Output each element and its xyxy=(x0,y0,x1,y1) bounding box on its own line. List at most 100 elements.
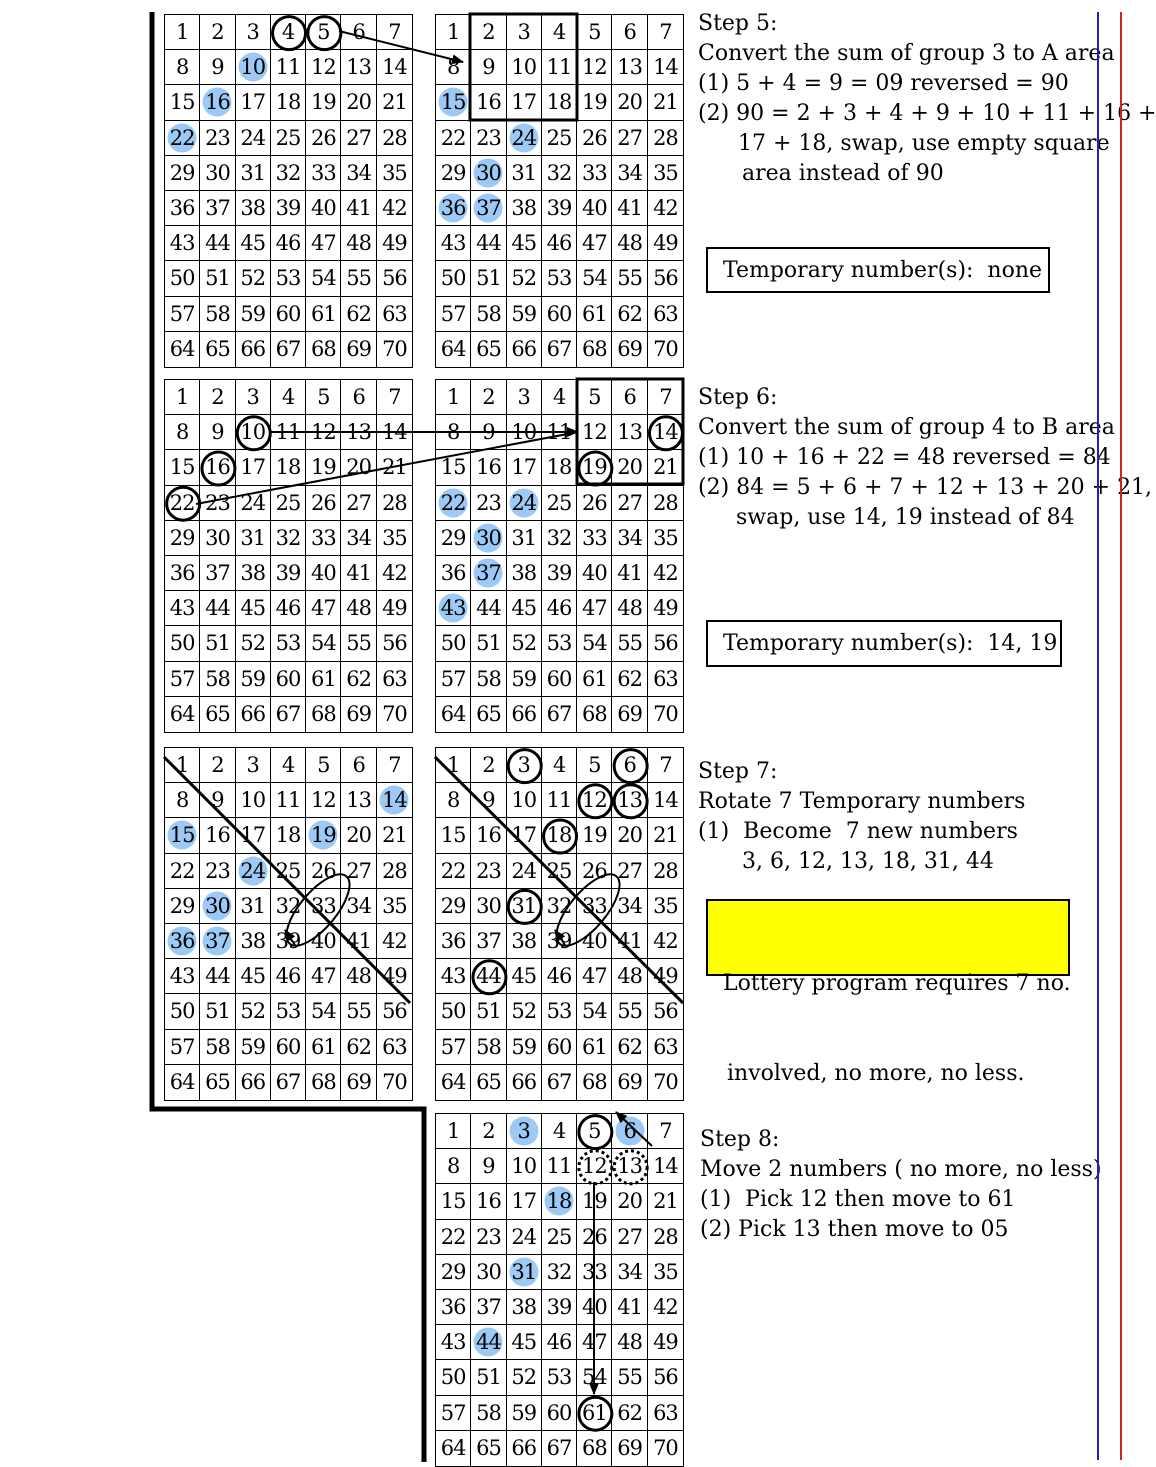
grid-cell: 52 xyxy=(506,1360,542,1396)
cell-number: 65 xyxy=(205,337,231,362)
cell-number: 18 xyxy=(275,90,302,115)
cell-number: 32 xyxy=(546,893,573,918)
grid-cell: 64 xyxy=(436,1064,472,1100)
grid-cell: 61 xyxy=(577,296,613,332)
cell-number: 55 xyxy=(617,631,643,656)
grid-cell: 39 xyxy=(541,190,578,227)
grid-cell: 56 xyxy=(647,626,684,662)
grid-cell: 61 xyxy=(306,661,342,697)
cell-number: 51 xyxy=(476,266,502,291)
grid-cell: 39 xyxy=(541,1289,578,1326)
grid-cell: 65 xyxy=(471,1064,507,1100)
grid-cell: 31 xyxy=(506,155,542,191)
grid-cell: 37 xyxy=(200,190,236,227)
cell-number: 50 xyxy=(169,631,196,656)
step6-title: Step 6: xyxy=(698,385,778,410)
cell-number: 30 xyxy=(476,893,502,918)
circle-marker xyxy=(647,415,684,452)
grid-cell: 27 xyxy=(341,120,377,156)
grid-cell: 57 xyxy=(436,1395,472,1431)
step7-right-diagonal xyxy=(433,755,685,1005)
cell-number: 65 xyxy=(476,702,502,727)
cell-number: 46 xyxy=(546,1330,573,1355)
cell-number: 18 xyxy=(546,1189,573,1214)
grid-cell: 9 xyxy=(200,783,236,819)
grid-cell: 62 xyxy=(612,661,648,697)
grid-cell: 68 xyxy=(306,1064,342,1100)
cell-number: 56 xyxy=(382,999,408,1024)
grid-cell: 62 xyxy=(612,296,648,332)
grid-cell: 53 xyxy=(270,994,307,1030)
grid-cell: 5 xyxy=(577,15,613,51)
grid-cell: 8 xyxy=(436,1149,472,1185)
grid-cell: 50 xyxy=(436,994,472,1030)
cell-number: 15 xyxy=(440,90,467,115)
grid-cell: 49 xyxy=(376,226,413,262)
grid-cell: 60 xyxy=(541,1395,578,1431)
grid-cell: 13 xyxy=(341,50,377,86)
grid-cell: 37 xyxy=(471,555,507,592)
cell-number: 15 xyxy=(169,823,196,848)
grid-cell: 62 xyxy=(341,296,377,332)
grid-cell: 50 xyxy=(165,626,201,662)
grid-cell: 56 xyxy=(376,261,413,297)
cell-number: 9 xyxy=(211,420,224,445)
cell-number: 43 xyxy=(440,596,467,621)
grid-cell: 64 xyxy=(165,696,201,732)
cell-number: 23 xyxy=(476,858,502,883)
cell-number: 13 xyxy=(617,420,643,445)
grid-cell: 51 xyxy=(200,994,236,1030)
cell-number: 3 xyxy=(517,753,531,778)
grid-cell: 65 xyxy=(200,1064,236,1100)
step8-title: Step 8: xyxy=(700,1127,780,1152)
grid-cell: 64 xyxy=(436,1430,472,1466)
grid-cell: 33 xyxy=(577,1254,613,1290)
cell-number: 58 xyxy=(205,666,231,691)
cell-number: 43 xyxy=(169,231,196,256)
cell-number: 62 xyxy=(617,1400,643,1425)
grid-cell: 28 xyxy=(376,854,413,889)
grid-cell: 66 xyxy=(507,1430,542,1466)
grid-cell: 28 xyxy=(647,486,684,521)
grid-cell: 7 xyxy=(376,15,413,51)
grid-cell: 69 xyxy=(612,331,648,367)
grid-cell: 59 xyxy=(235,661,271,697)
grid-cell: 11 xyxy=(270,783,307,819)
cell-number: 14 xyxy=(382,420,408,445)
grid-cell: 24 xyxy=(506,120,542,156)
grid-cell: 50 xyxy=(436,1360,472,1396)
cell-number: 51 xyxy=(205,266,231,291)
cell-number: 24 xyxy=(240,490,266,515)
grid-cell: 37 xyxy=(200,923,236,960)
grid-cell: 7 xyxy=(647,748,684,784)
cell-number: 32 xyxy=(275,160,302,185)
grid-cell: 45 xyxy=(506,591,542,627)
grid-cell: 37 xyxy=(471,190,507,227)
cell-number: 16 xyxy=(476,1189,502,1214)
cell-number: 64 xyxy=(440,702,467,727)
cell-number: 44 xyxy=(205,964,231,989)
circle-marker xyxy=(612,783,649,820)
grid-cell: 43 xyxy=(165,959,201,995)
cell-number: 40 xyxy=(310,561,337,586)
cell-number: 19 xyxy=(310,823,337,848)
cell-number: 68 xyxy=(581,337,608,362)
cell-number: 10 xyxy=(240,420,266,445)
grid-cell: 60 xyxy=(541,661,578,697)
grid-cell: 44 xyxy=(471,226,507,262)
cell-number: 7 xyxy=(659,1119,672,1144)
grid-cell: 62 xyxy=(341,661,377,697)
grid-cell: 66 xyxy=(507,1064,542,1100)
grid-cell: 70 xyxy=(377,697,412,732)
grid-cell: 10 xyxy=(506,783,542,819)
grid-cell: 36 xyxy=(436,190,472,227)
cell-number: 5 xyxy=(588,20,601,45)
cell-number: 60 xyxy=(546,666,573,691)
grid-cell: 70 xyxy=(648,1065,683,1100)
cell-number: 45 xyxy=(240,596,266,621)
grid-cell: 53 xyxy=(270,626,307,662)
grid-cell: 64 xyxy=(436,331,472,367)
step8-line-3: (2) Pick 13 then move to 05 xyxy=(700,1217,1009,1242)
cell-number: 16 xyxy=(476,90,502,115)
